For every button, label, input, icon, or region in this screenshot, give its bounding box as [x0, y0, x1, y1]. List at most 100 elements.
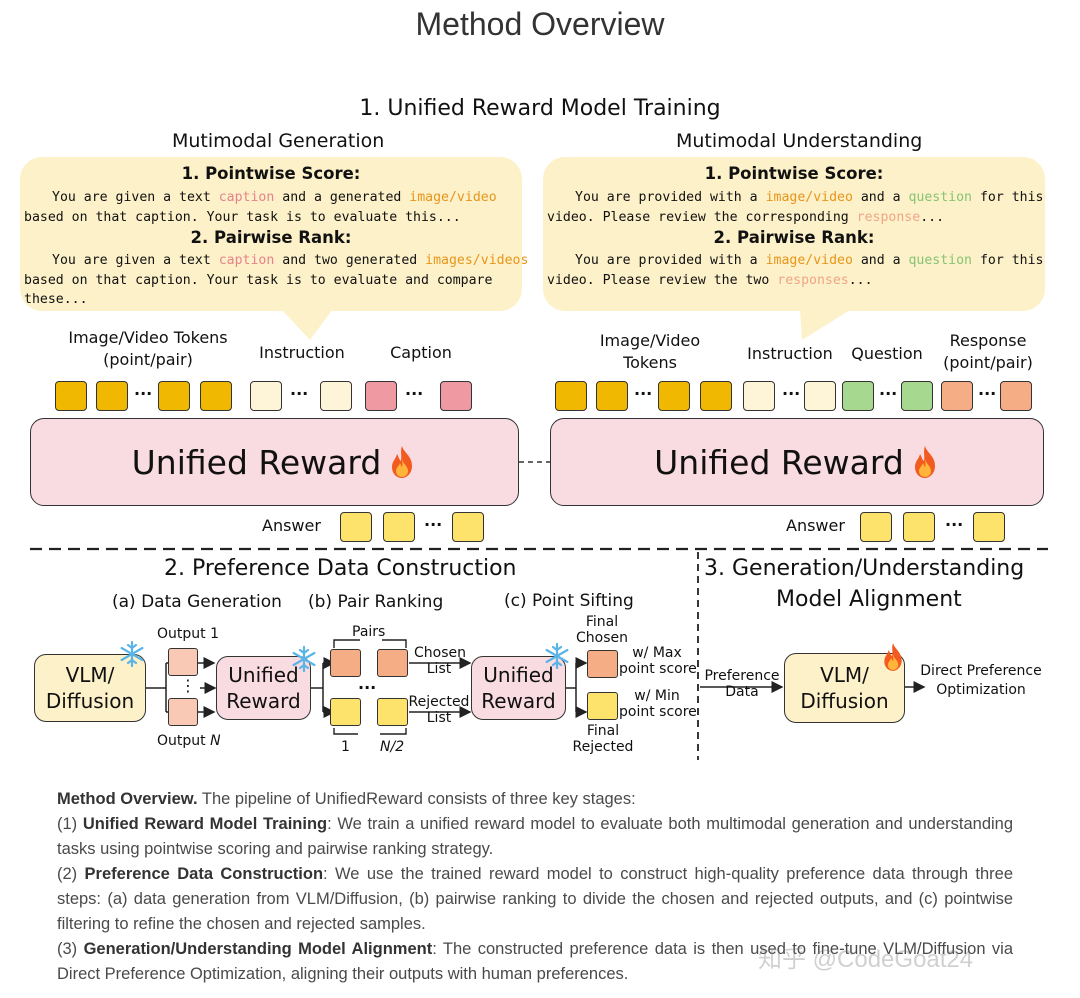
und-label-instruction: Instruction	[747, 344, 833, 363]
section1-title: 1. Unified Reward Model Training	[359, 96, 721, 121]
und-pairwise-line2: video. Please review the two responses..…	[547, 273, 873, 288]
gen-token-instruction	[250, 381, 282, 411]
und-answer-label: Answer	[786, 516, 845, 535]
understanding-prompt-bubble: 1. Pointwise Score: You are provided wit…	[543, 157, 1045, 311]
gen-token-ellipsis: ···	[134, 384, 153, 403]
flame-icon	[884, 643, 902, 671]
und-pairwise-line1: You are provided with a image/video and …	[575, 253, 1044, 268]
und-token-instruction	[804, 381, 836, 411]
gen-answer-token	[383, 512, 415, 542]
final-chosen-token	[587, 650, 618, 678]
output-1-label: Output 1	[157, 626, 219, 642]
output-n-token	[168, 698, 198, 726]
und-answer-token	[903, 512, 935, 542]
gen-pointwise-head: 1. Pointwise Score:	[181, 164, 361, 183]
pair-chosen-token	[377, 649, 408, 677]
und-answer-token	[860, 512, 892, 542]
und-token-image	[700, 381, 732, 411]
generation-subtitle: Mutimodal Generation	[172, 130, 385, 152]
section3-title-line1: 3. Generation/Understanding	[704, 556, 1025, 581]
gen-token-ellipsis: ···	[405, 384, 424, 403]
und-pointwise-line1: You are provided with a image/video and …	[575, 190, 1044, 205]
und-label-response: Response (point/pair)	[943, 331, 1033, 372]
gen-token-image	[158, 381, 190, 411]
und-token-image	[658, 381, 690, 411]
und-token-response	[1000, 381, 1032, 411]
gen-pointwise-line1: You are given a text caption and a gener…	[52, 190, 497, 205]
flame-icon	[914, 446, 935, 478]
pair-chosen-token	[330, 649, 361, 677]
pairs-label: Pairs	[352, 624, 386, 640]
generation-prompt-bubble: 1. Pointwise Score: You are given a text…	[20, 157, 528, 311]
data-generation-label: (a) Data Generation	[112, 592, 282, 612]
section3-title-line2: Model Alignment	[776, 587, 962, 612]
gen-pairwise-line1: You are given a text caption and two gen…	[52, 253, 529, 268]
gen-token-instruction	[320, 381, 352, 411]
und-label-tokens: Image/Video Tokens	[599, 331, 701, 372]
watermark: 知乎 @CodeGoat24	[758, 946, 974, 973]
output-1-token	[168, 648, 198, 676]
gen-answer-token	[452, 512, 484, 542]
und-answer-ellipsis: ···	[945, 515, 964, 534]
flame-icon	[392, 446, 413, 478]
caption-stage-3: (3) Generation/Understanding Model Align…	[57, 940, 1013, 983]
understanding-subtitle: Mutimodal Understanding	[676, 130, 923, 152]
und-token-ellipsis: ···	[634, 384, 653, 403]
snowflake-icon	[545, 642, 569, 670]
snowflake-icon	[292, 645, 316, 673]
vlm-diffusion-source-box: VLM/Diffusion	[34, 654, 146, 722]
gen-answer-label: Answer	[262, 516, 321, 535]
page-title: Method Overview	[415, 6, 665, 42]
caption-intro: Method Overview. The pipeline of Unified…	[57, 790, 636, 808]
gen-token-image	[96, 381, 128, 411]
pair-rejected-token	[377, 698, 408, 726]
snowflake-icon	[120, 640, 144, 668]
und-token-image	[555, 381, 587, 411]
pair-rejected-token	[330, 698, 361, 726]
gen-label-tokens: Image/Video Tokens (point/pair)	[68, 328, 228, 369]
gen-pairwise-head: 2. Pairwise Rank:	[190, 228, 352, 247]
gen-label-caption: Caption	[390, 343, 452, 362]
pair-first-index: 1	[341, 739, 350, 755]
gen-token-caption	[440, 381, 472, 411]
gen-token-image	[55, 381, 87, 411]
und-token-ellipsis: ···	[782, 384, 801, 403]
pairs-ellipsis: ···	[358, 678, 377, 697]
und-pairwise-head: 2. Pairwise Rank:	[713, 228, 875, 247]
gen-answer-token	[340, 512, 372, 542]
gen-label-instruction: Instruction	[259, 343, 345, 362]
und-unified-reward-model: Unified Reward	[550, 418, 1044, 506]
output-n-label: Output N	[157, 733, 221, 749]
caption-stage-2: (2) Preference Data Construction: We use…	[57, 865, 1013, 933]
gen-pointwise-line2: based on that caption. Your task is to e…	[24, 210, 461, 225]
und-token-ellipsis: ···	[978, 384, 997, 403]
und-token-ellipsis: ···	[879, 384, 898, 403]
gen-token-caption	[365, 381, 397, 411]
pairs-bottom-bracket	[333, 728, 407, 735]
und-token-response	[941, 381, 973, 411]
gen-answer-ellipsis: ···	[424, 515, 443, 534]
und-token-question	[901, 381, 933, 411]
gen-pairwise-line2: based on that caption. Your task is to e…	[24, 273, 493, 288]
pairs-bracket	[333, 639, 407, 648]
section2-title: 2. Preference Data Construction	[164, 556, 517, 581]
vlm-diffusion-target-box: VLM/Diffusion	[784, 653, 905, 723]
gen-pairwise-line3: these...	[24, 292, 88, 307]
caption-stage-1: (1) Unified Reward Model Training: We tr…	[57, 815, 1014, 858]
und-pointwise-head: 1. Pointwise Score:	[704, 164, 884, 183]
final-rejected-token	[587, 692, 618, 720]
outputs-vdots: ⋮	[180, 676, 196, 695]
